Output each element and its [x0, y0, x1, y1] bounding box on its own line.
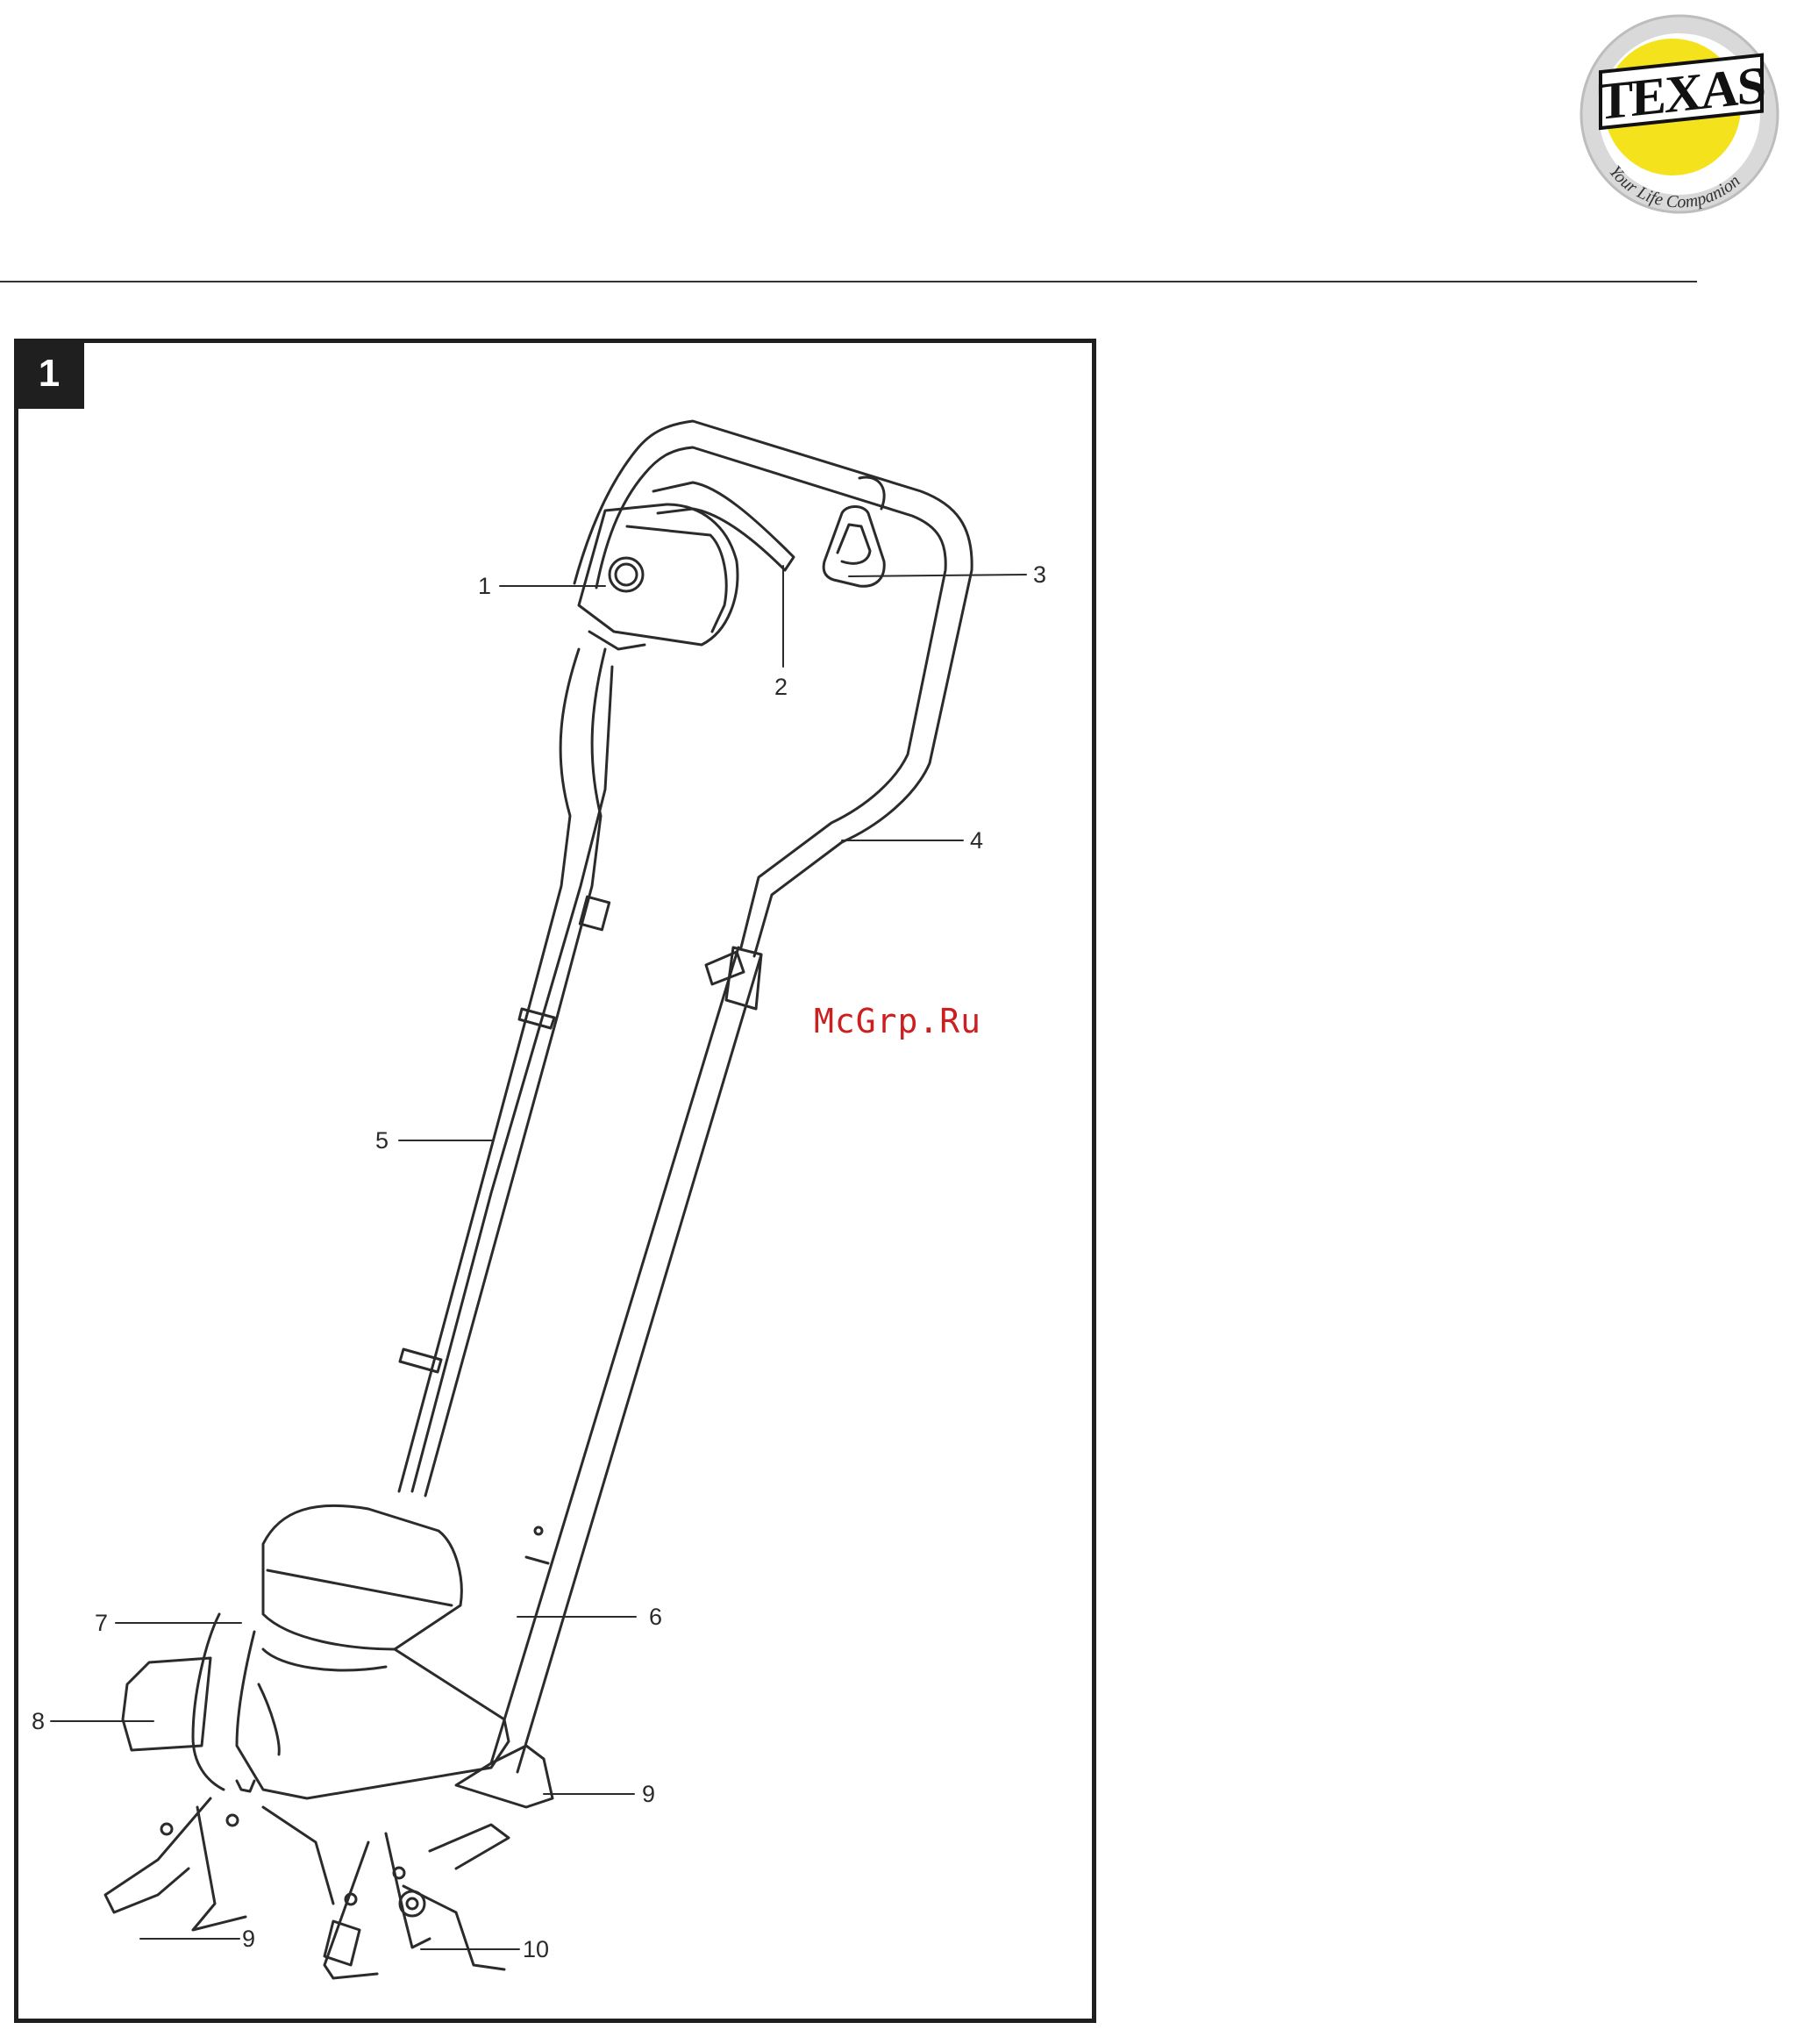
leader-line-3 — [849, 575, 1026, 576]
callout-label-1: 1 — [478, 573, 491, 599]
watermark-text: McGrp.Ru — [814, 1002, 981, 1040]
callout-label-7: 7 — [95, 1610, 108, 1636]
cable-hook — [824, 477, 884, 586]
right-handle-tube — [491, 947, 761, 1772]
handle-bar — [574, 421, 972, 956]
callout-label-6: 6 — [649, 1604, 662, 1630]
fender — [123, 1658, 210, 1750]
switch-box — [579, 504, 738, 649]
callout-label-10: 10 — [523, 1936, 549, 1962]
motor-cover — [193, 1505, 509, 1798]
left-handle-tube — [399, 649, 612, 1496]
leader-lines — [51, 566, 1026, 1949]
fender-right — [456, 1746, 553, 1807]
callout-label-3: 3 — [1033, 561, 1046, 588]
callout-label-4: 4 — [970, 827, 983, 854]
callout-label-2: 2 — [774, 674, 788, 700]
callout-label-9-bottom: 9 — [242, 1926, 255, 1952]
callout-label-8: 8 — [32, 1708, 45, 1734]
callout-label-9-right: 9 — [642, 1781, 655, 1807]
callout-label-5: 5 — [375, 1127, 389, 1154]
